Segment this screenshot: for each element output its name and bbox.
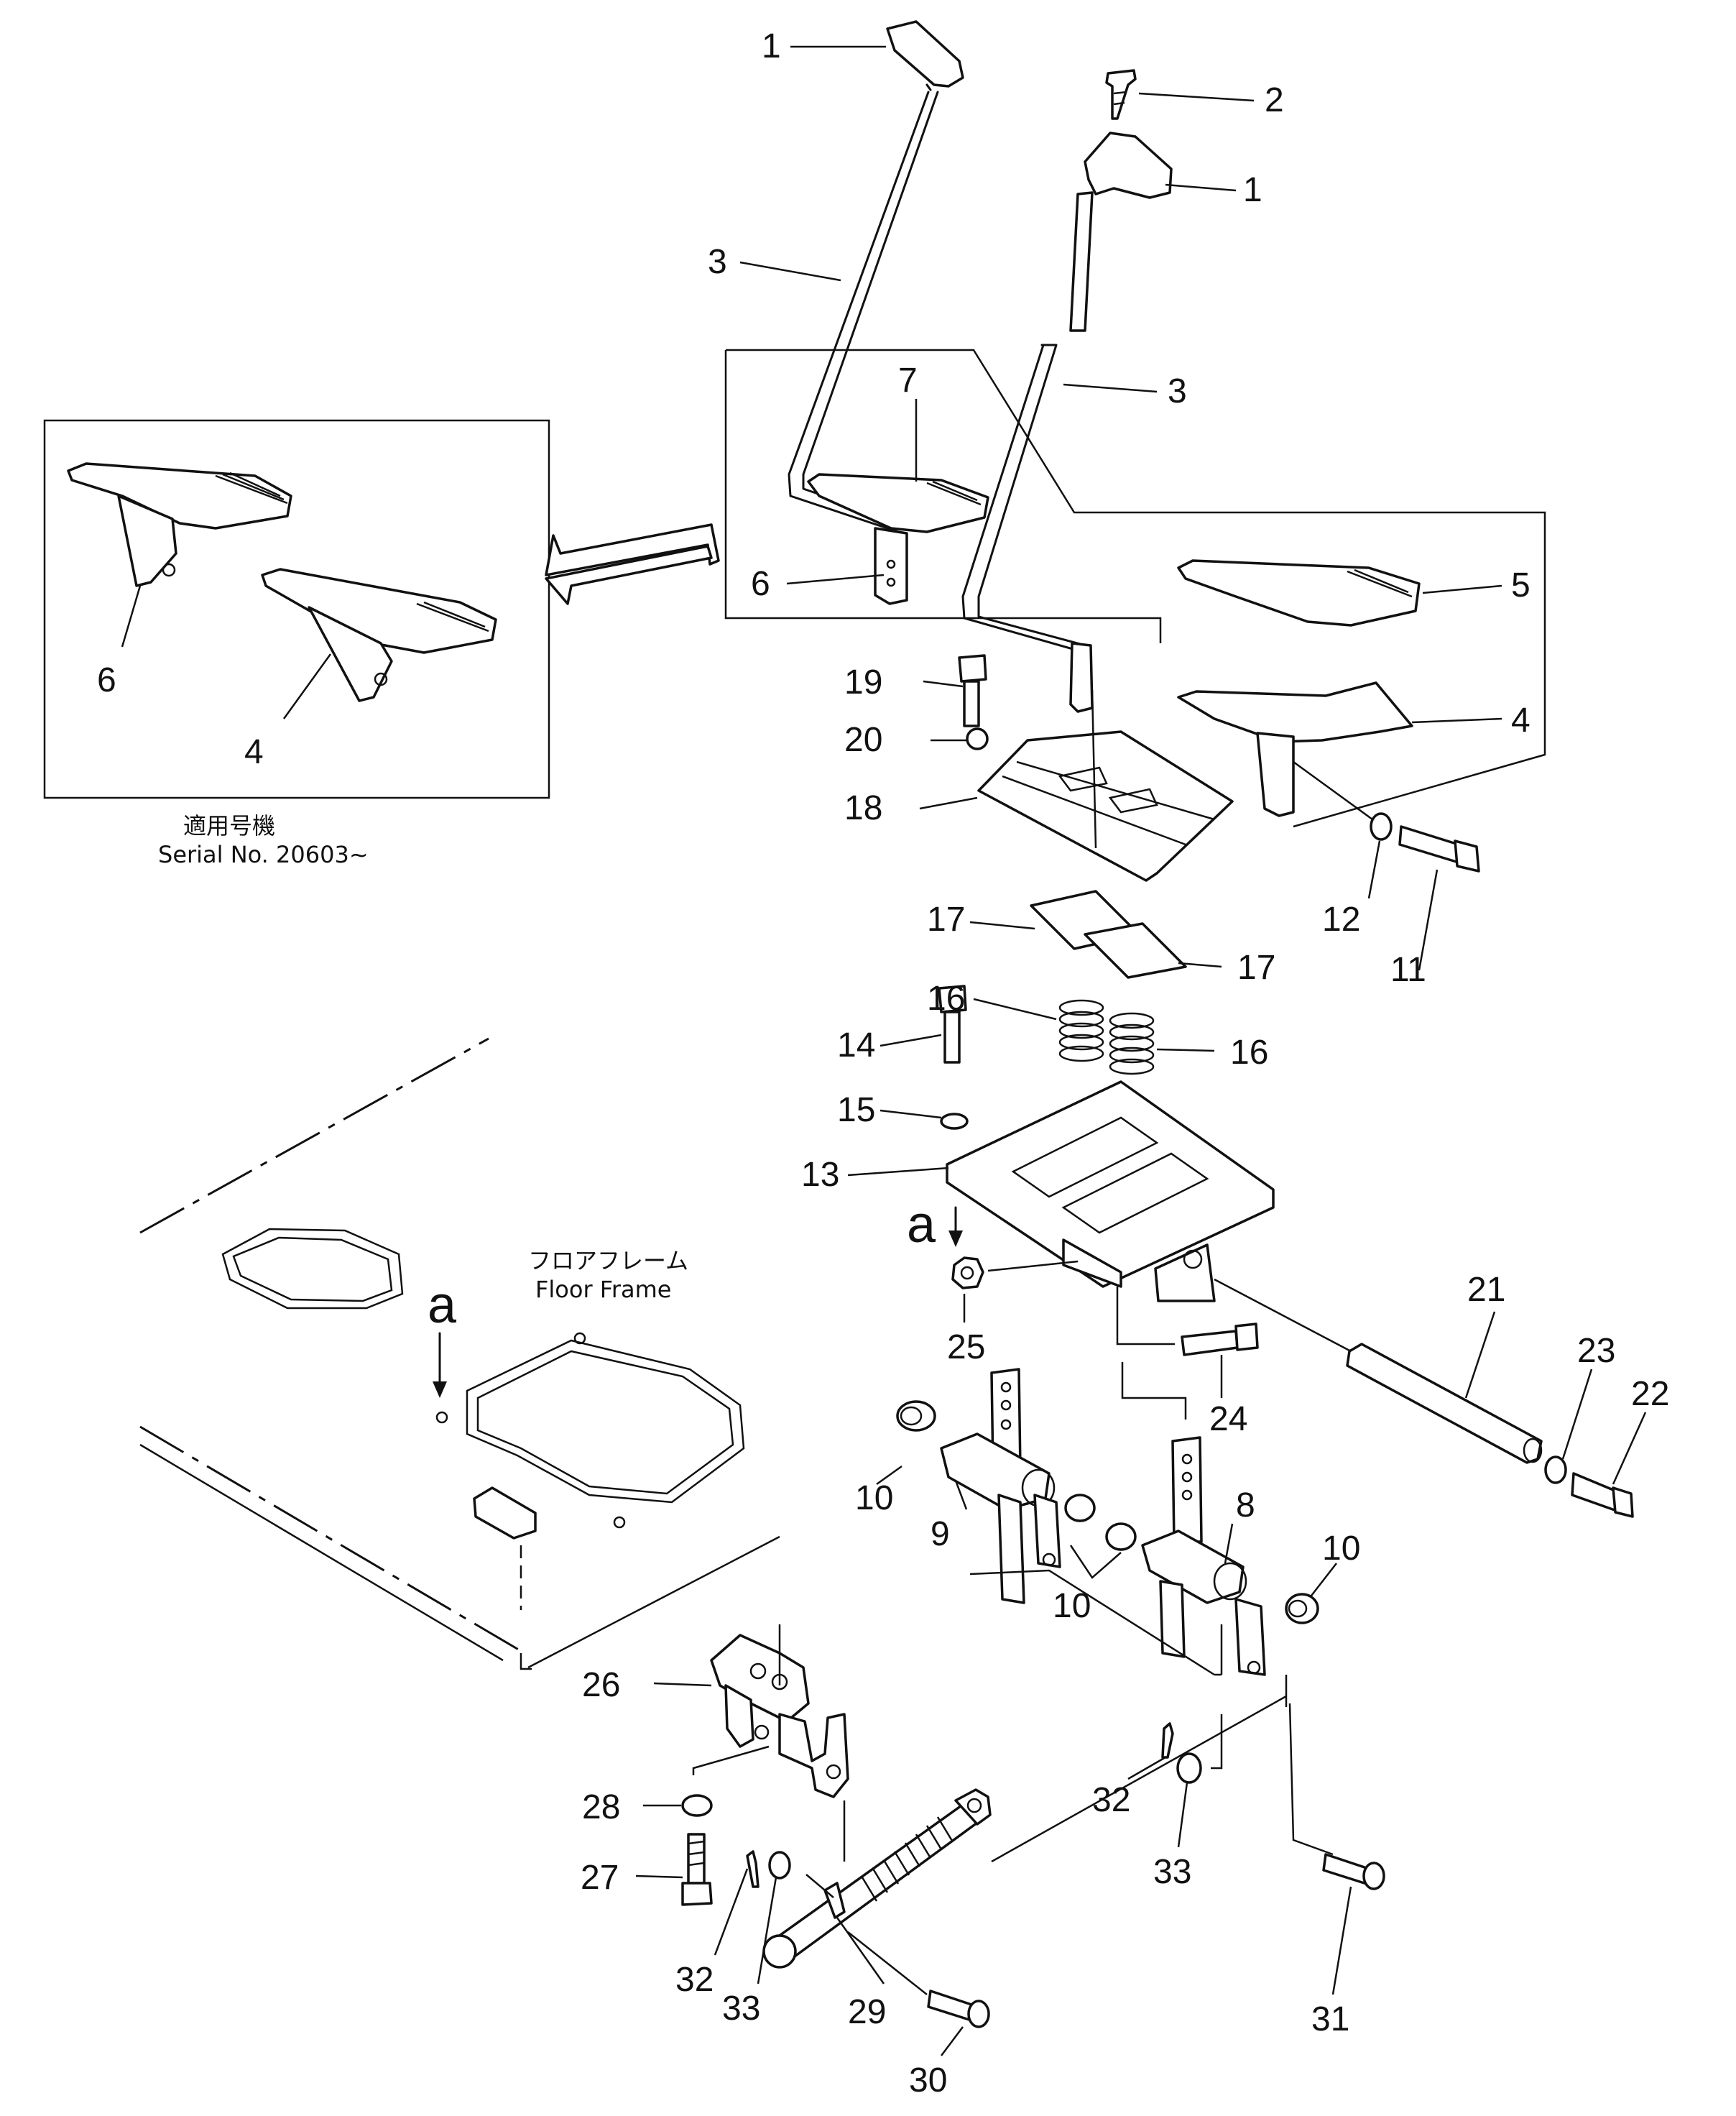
callout-15: 15 — [837, 1091, 875, 1129]
callout-13: 13 — [801, 1156, 839, 1194]
bolt-24 — [1181, 1322, 1259, 1356]
floor-frame — [139, 1037, 780, 1670]
inset-pedal-6 — [67, 462, 292, 587]
inset-pedal-4 — [261, 568, 497, 702]
callout-23: 23 — [1577, 1332, 1615, 1370]
callout-10-right: 10 — [1322, 1530, 1360, 1568]
section-marker-a-floor: a — [428, 1276, 457, 1334]
callout-6: 6 — [751, 565, 770, 603]
callout-8: 8 — [1236, 1486, 1255, 1524]
callout-32-right: 32 — [1092, 1781, 1130, 1819]
shaft-21 — [1346, 1343, 1543, 1464]
cotter-pin-32b — [1161, 1722, 1174, 1759]
bolt-22 — [1571, 1472, 1634, 1518]
inset-frame — [43, 419, 550, 799]
section-marker-a: a — [907, 1196, 936, 1254]
cotter-pin-32a — [746, 1850, 760, 1888]
callout-10-left: 10 — [855, 1479, 893, 1517]
callout-31: 31 — [1311, 2000, 1349, 2038]
bolt-27 — [681, 1833, 713, 1906]
callout-30: 30 — [909, 2061, 947, 2099]
callout-2: 2 — [1265, 81, 1284, 119]
serial-label-jp: 適用号機 — [183, 812, 275, 840]
washer-23 — [1544, 1455, 1567, 1484]
callout-18: 18 — [844, 789, 882, 827]
callout-14: 14 — [837, 1026, 875, 1064]
pin-30 — [927, 1990, 990, 2028]
bracket-26 — [710, 1634, 849, 1798]
callout-16-left: 16 — [927, 980, 965, 1018]
bolt-2 — [1105, 69, 1137, 120]
spring-16a — [1058, 999, 1104, 1062]
callout-3-left: 3 — [708, 243, 727, 281]
washer-15 — [940, 1113, 969, 1130]
callout-25: 25 — [947, 1328, 985, 1366]
washer-20 — [966, 727, 989, 750]
floor-frame-label-en: Floor Frame — [535, 1276, 671, 1303]
callout-3-right: 3 — [1168, 372, 1187, 410]
callout-29: 29 — [848, 1993, 886, 2031]
bushing-10b — [1064, 1494, 1137, 1551]
callout-1-left-knob: 1 — [762, 27, 781, 65]
callout-12: 12 — [1322, 901, 1360, 939]
callout-21: 21 — [1467, 1271, 1505, 1309]
callout-27: 27 — [581, 1859, 619, 1897]
pin-31 — [1322, 1853, 1385, 1890]
lever-right — [961, 191, 1094, 713]
leader-lines — [635, 45, 1647, 2056]
spring-16b — [1109, 1012, 1155, 1075]
bracket-13 — [946, 1080, 1275, 1302]
callout-7: 7 — [898, 362, 918, 400]
floor-frame-label-jp: フロアフレーム — [528, 1247, 688, 1274]
group-outline — [724, 349, 1546, 828]
callout-10-middle: 10 — [1053, 1587, 1091, 1625]
callout-22: 22 — [1631, 1375, 1669, 1413]
pedal-5 — [1177, 559, 1421, 627]
callout-17-left: 17 — [927, 901, 965, 939]
bolt-19 — [958, 654, 987, 727]
callout-1-right-knob: 1 — [1243, 171, 1262, 209]
pedal-4 — [1177, 681, 1413, 817]
rod-29 — [762, 1788, 992, 1969]
callout-26: 26 — [582, 1666, 620, 1704]
bushing-10a — [896, 1400, 936, 1432]
washer-12 — [1370, 812, 1393, 841]
callout-33-left: 33 — [722, 1990, 760, 2028]
bolt-14 — [938, 985, 967, 1064]
serial-label-en: Serial No. 20603~ — [158, 841, 369, 868]
lever-left — [788, 20, 964, 605]
callout-33-right: 33 — [1153, 1853, 1191, 1891]
lever-8 — [1141, 1436, 1266, 1676]
bushing-10c — [1285, 1593, 1319, 1624]
callout-24: 24 — [1209, 1400, 1247, 1438]
washer-33b — [1176, 1752, 1202, 1784]
callout-16-right: 16 — [1230, 1034, 1268, 1072]
washer-33a — [768, 1851, 791, 1880]
callout-11: 11 — [1390, 951, 1426, 989]
inset-callout-4: 4 — [244, 733, 264, 771]
callout-4: 4 — [1511, 702, 1530, 740]
callout-19: 19 — [844, 663, 882, 702]
cover-18 — [977, 730, 1234, 882]
callout-17-right: 17 — [1237, 949, 1275, 987]
pedal-7 — [807, 473, 989, 533]
lever-9 — [940, 1368, 1061, 1604]
knob-1 — [1084, 132, 1173, 199]
callout-20: 20 — [844, 721, 882, 759]
callout-28: 28 — [582, 1788, 620, 1826]
inset-callout-6: 6 — [97, 661, 116, 699]
callout-9: 9 — [931, 1515, 950, 1553]
bolt-11 — [1370, 812, 1480, 873]
callout-32-left: 32 — [675, 1961, 714, 1999]
callout-5: 5 — [1511, 566, 1530, 604]
washer-28 — [681, 1794, 713, 1817]
nut-25 — [951, 1256, 984, 1289]
plate-17b — [1084, 922, 1187, 979]
